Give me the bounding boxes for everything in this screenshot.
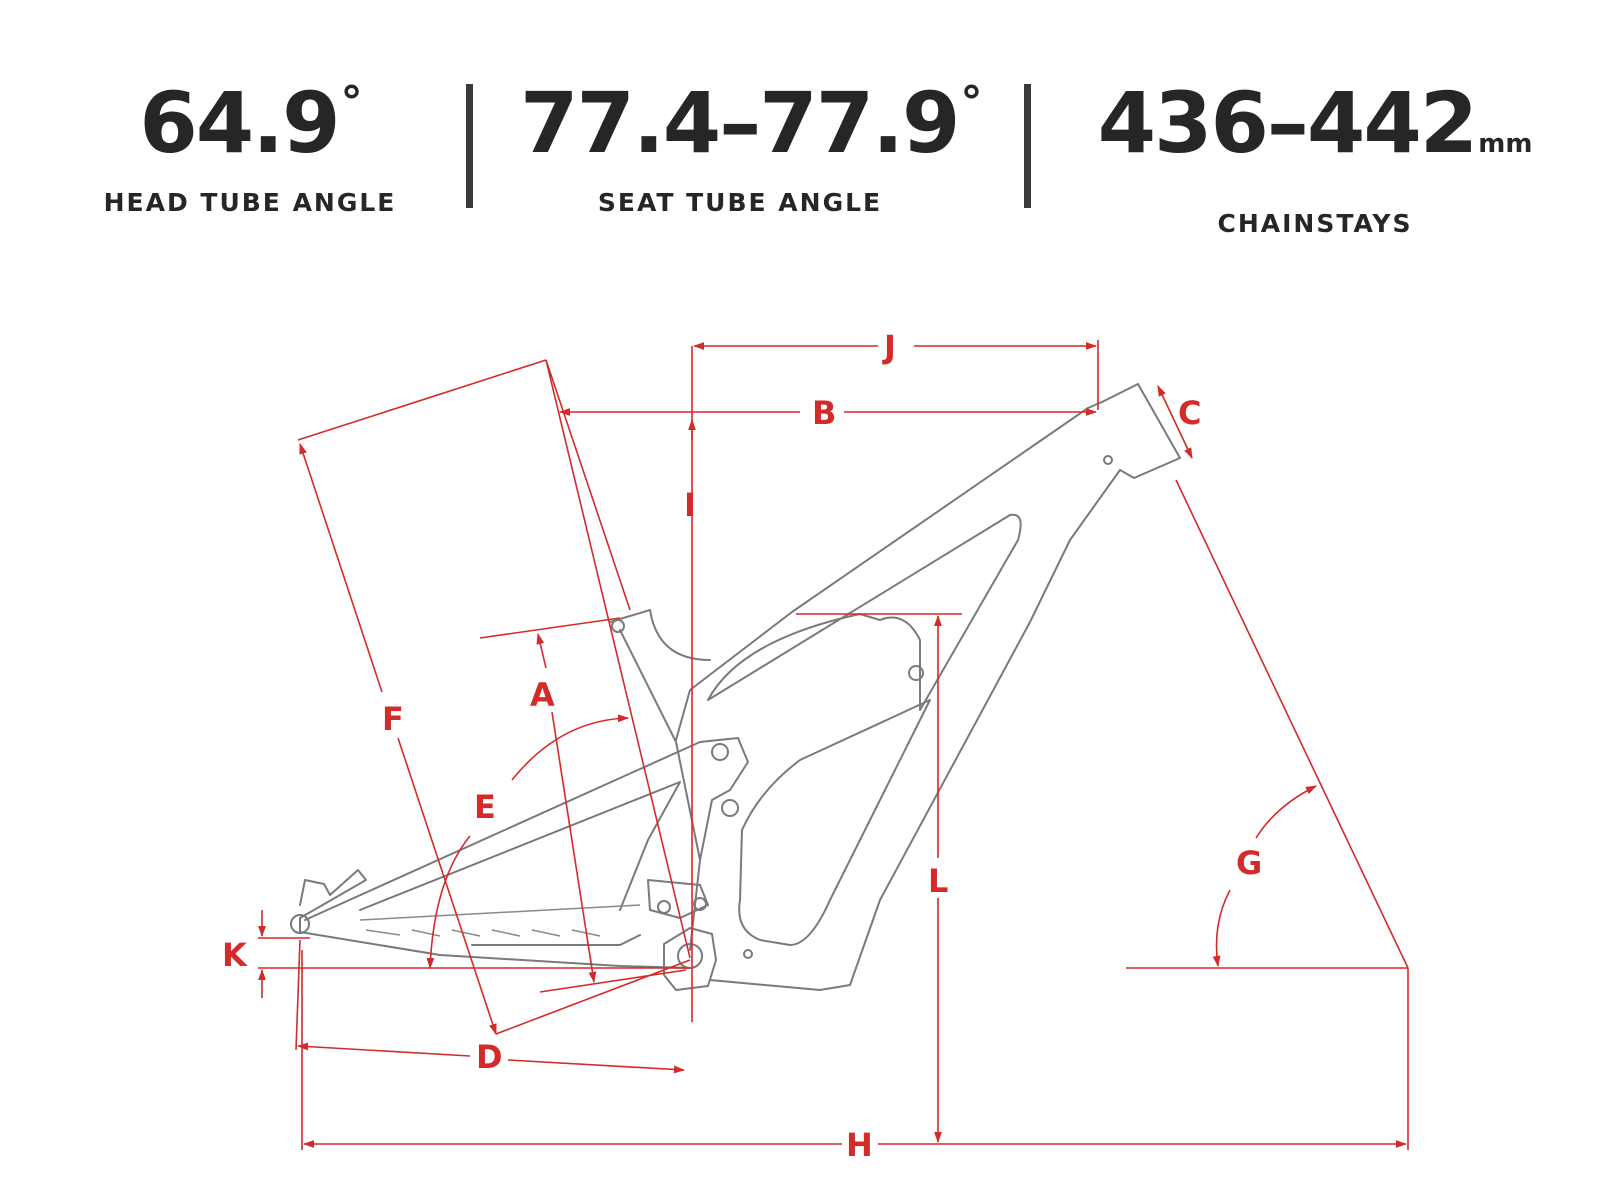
shock-pivot: [721, 799, 739, 817]
label-f: F: [382, 700, 404, 738]
c-dimension-line: [1157, 384, 1193, 460]
label-a: A: [530, 676, 555, 714]
e-angle-arc-top: [511, 714, 630, 781]
label-h: H: [846, 1126, 873, 1164]
seat-stay: [304, 737, 749, 921]
down-tube-window: [738, 699, 931, 946]
stat-value: 77.4–77.9°: [520, 78, 983, 169]
g-angle-arc-top: [1255, 785, 1318, 839]
label-d: D: [476, 1038, 503, 1076]
label-k: K: [222, 936, 248, 974]
bb-cable-port: [743, 949, 753, 959]
chain-stay-lower: [471, 934, 641, 946]
e-angle-arc-bottom: [426, 835, 471, 970]
degree-symbol: °: [340, 77, 363, 128]
seat-clamp-bolt: [611, 619, 625, 633]
label-c: C: [1178, 394, 1201, 432]
stat-number: 64.9: [139, 74, 340, 172]
stat-divider: [466, 84, 473, 208]
d-dimension-line-left: [296, 1042, 471, 1057]
d-extension-line: [295, 939, 301, 1051]
rear-axle-pivot: [290, 914, 310, 934]
label-e: E: [474, 788, 496, 826]
label-g: G: [1236, 844, 1262, 882]
chain-stay: [299, 869, 691, 969]
label-i: I: [684, 486, 696, 524]
seat-tube-angle-stat: 77.4–77.9° SEAT TUBE ANGLE: [520, 78, 983, 218]
f-dimension-line-bottom: [397, 737, 497, 1036]
stat-value: 436–442mm: [1080, 78, 1550, 189]
stat-label: SEAT TUBE ANGLE: [597, 188, 883, 217]
head-tube-axis: [1175, 479, 1409, 969]
f-dimension-line-top: [299, 442, 383, 693]
g-angle-arc-bottom: [1212, 889, 1231, 968]
seat-tube-box-bottom: [495, 959, 691, 1035]
bottom-bracket-shell: [663, 927, 717, 991]
a-dimension-line-top: [536, 632, 547, 669]
top-tube-window: [707, 513, 1022, 711]
stat-value: 64.9°: [90, 77, 410, 169]
link-bolt: [657, 900, 671, 914]
chain-stay-ribs: [359, 904, 641, 937]
cable-port: [1103, 455, 1113, 465]
seat-stay-inner: [359, 781, 681, 911]
head-tube-angle-stat: 64.9° HEAD TUBE ANGLE: [90, 77, 410, 218]
upper-link-pivot: [711, 743, 729, 761]
bike-frame: [290, 383, 1181, 991]
seat-tube-extension: [545, 359, 631, 611]
a-extension-line: [479, 617, 621, 639]
dimension-lines: [258, 340, 1409, 1150]
label-l: L: [928, 862, 948, 900]
d-dimension-line-right: [507, 1059, 686, 1074]
a-dimension-line-bottom: [551, 711, 597, 984]
stat-number: 77.4–77.9: [520, 74, 961, 172]
stat-label: CHAINSTAYS: [1217, 209, 1413, 238]
degree-symbol: °: [960, 77, 983, 128]
top-tube: [675, 401, 1103, 741]
seat-tube-axis: [545, 359, 691, 959]
shock-mount-pivot: [908, 665, 924, 681]
unit-label: mm: [1478, 129, 1533, 159]
key-geometry-stats: 64.9° HEAD TUBE ANGLE 77.4–77.9° SEAT TU…: [0, 0, 1600, 240]
stat-label: HEAD TUBE ANGLE: [103, 188, 397, 217]
label-j: J: [882, 328, 896, 366]
dimension-letters: J B C I A F E K D H L G: [222, 328, 1262, 1164]
head-tube: [1101, 383, 1181, 479]
label-b: B: [812, 394, 836, 432]
seat-tube-box-top: [297, 359, 547, 441]
chainstays-stat: 436–442mm CHAINSTAYS: [1080, 78, 1550, 238]
stat-divider: [1024, 84, 1031, 208]
lower-link-pivot: [693, 897, 707, 911]
a-extension-line-bottom: [539, 969, 687, 993]
down-tube: [709, 469, 1121, 991]
stat-number: 436–442: [1097, 74, 1479, 172]
